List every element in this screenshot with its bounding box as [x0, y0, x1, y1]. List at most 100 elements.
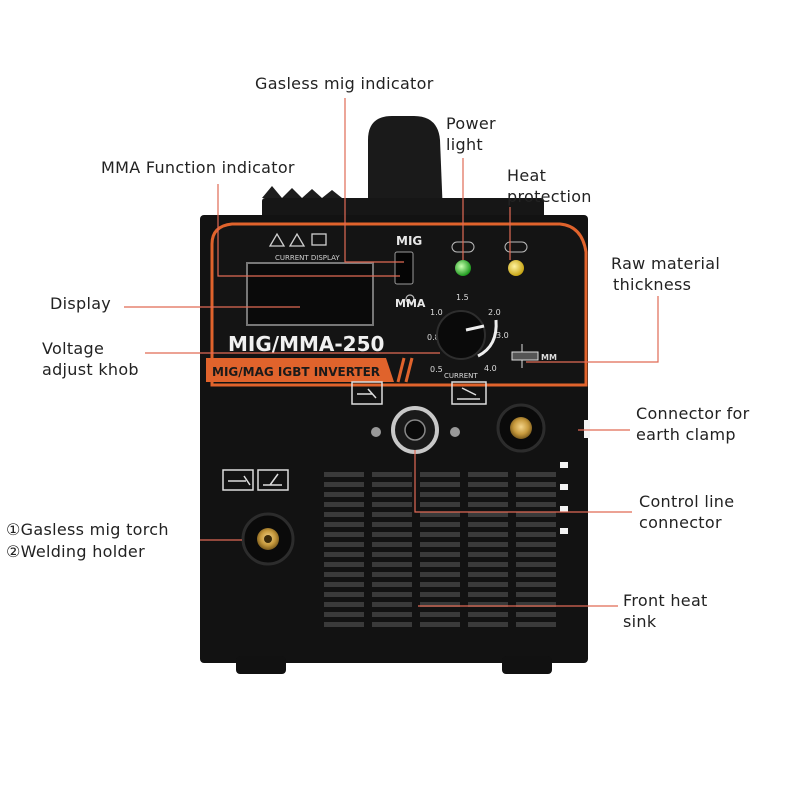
- grille-slot: [516, 502, 556, 507]
- grille-slot: [324, 612, 364, 617]
- grille-slot: [372, 522, 412, 527]
- grille-slot: [372, 552, 412, 557]
- grille-slot: [516, 522, 556, 527]
- grille-slot: [324, 482, 364, 487]
- grille-slot: [420, 592, 460, 597]
- grille-slot: [372, 492, 412, 497]
- grille-slot: [420, 522, 460, 527]
- grille-slot: [324, 522, 364, 527]
- mode-switch[interactable]: [394, 251, 414, 285]
- label-welding-holder: ②Welding holder: [6, 542, 145, 561]
- grille-slot: [420, 512, 460, 517]
- grille-slot: [516, 602, 556, 607]
- grille-slot: [372, 482, 412, 487]
- grille-slot: [324, 602, 364, 607]
- clamp-symbol-icon: [451, 381, 487, 405]
- screw-right: [450, 427, 460, 437]
- grille-slot: [420, 532, 460, 537]
- svg-text:4.0: 4.0: [484, 364, 497, 373]
- grille-slot: [516, 532, 556, 537]
- label-connector-earth-clamp: Connector for earth clamp: [636, 403, 750, 445]
- grille-slot: [516, 612, 556, 617]
- heat-led-frame: [504, 241, 528, 253]
- svg-text:0.8: 0.8: [427, 333, 440, 342]
- grille-slot: [516, 552, 556, 557]
- front-heat-sink-grille: [324, 472, 556, 627]
- screw-left: [371, 427, 381, 437]
- grille-slot: [516, 562, 556, 567]
- grille-slot: [324, 622, 364, 627]
- grille-slot: [468, 592, 508, 597]
- warning-icons: [268, 232, 327, 247]
- electrode-holder-icon: [257, 469, 289, 491]
- current-display: [246, 262, 374, 326]
- grille-slot: [324, 512, 364, 517]
- mma-indicator-led: [405, 294, 415, 304]
- knob-caption: CURRENT: [444, 372, 478, 380]
- label-gasless-mig-torch: ①Gasless mig torch: [6, 520, 169, 539]
- label-power-light: Power light: [446, 113, 496, 155]
- grille-slot: [372, 502, 412, 507]
- thickness-icon: [511, 344, 539, 368]
- grille-slot: [516, 512, 556, 517]
- grille-slot: [468, 562, 508, 567]
- left-bracket-teeth: [262, 186, 342, 198]
- grille-slot: [372, 572, 412, 577]
- grille-slot: [324, 582, 364, 587]
- grille-slot: [420, 602, 460, 607]
- grille-slot: [420, 542, 460, 547]
- grille-slot: [468, 532, 508, 537]
- grille-slot: [372, 542, 412, 547]
- grille-slot: [468, 552, 508, 557]
- grille-slot: [468, 522, 508, 527]
- model-name: MIG/MMA-250: [228, 332, 384, 356]
- svg-text:1.5: 1.5: [456, 293, 469, 302]
- label-heat-protection-line2: protection: [507, 187, 592, 206]
- label-raw-material-line1: Raw material: [611, 254, 721, 273]
- grille-slot: [420, 502, 460, 507]
- grille-slot: [372, 532, 412, 537]
- grille-slot: [516, 542, 556, 547]
- label-earth-clamp-line2: earth clamp: [636, 425, 736, 444]
- grille-slot: [468, 542, 508, 547]
- grille-slot: [516, 592, 556, 597]
- carry-handle: [368, 116, 443, 215]
- grille-slot: [324, 552, 364, 557]
- grille-slot: [324, 542, 364, 547]
- foot-left: [236, 656, 286, 674]
- label-mma-function-indicator: MMA Function indicator: [101, 158, 295, 177]
- thickness-unit: MM: [541, 353, 557, 362]
- subtitle-bar: [206, 358, 394, 382]
- grille-slot: [468, 602, 508, 607]
- power-light-led: [455, 260, 471, 276]
- heat-protection-led: [508, 260, 524, 276]
- voltage-adjust-knob[interactable]: [436, 310, 486, 360]
- label-heat-sink-line1: Front heat: [623, 591, 708, 610]
- label-heat-sink-line2: sink: [623, 612, 657, 631]
- label-power-light-line2: light: [446, 135, 483, 154]
- grille-slot: [516, 472, 556, 477]
- svg-text:0.5: 0.5: [430, 365, 443, 374]
- grille-slot: [468, 492, 508, 497]
- label-heat-protection: Heat protection: [507, 165, 592, 207]
- grille-slot: [420, 492, 460, 497]
- torch-symbol-icon: [351, 381, 383, 405]
- grille-slot: [372, 612, 412, 617]
- grille-slot: [468, 472, 508, 477]
- grille-slot: [420, 482, 460, 487]
- grille-slot: [468, 612, 508, 617]
- label-control-line-line2: connector: [639, 513, 722, 532]
- grille-slot: [516, 582, 556, 587]
- label-earth-clamp-line1: Connector for: [636, 404, 750, 423]
- label-heat-protection-line1: Heat: [507, 166, 547, 185]
- grille-slot: [324, 562, 364, 567]
- label-voltage-line2: adjust khob: [42, 360, 139, 379]
- label-voltage-adjust-knob: Voltage adjust khob: [42, 338, 139, 380]
- side-clips: [560, 420, 590, 534]
- grille-slot: [516, 482, 556, 487]
- grille-slot: [420, 472, 460, 477]
- label-front-heat-sink: Front heat sink: [623, 590, 708, 632]
- grille-slot: [516, 492, 556, 497]
- grille-slot: [324, 492, 364, 497]
- grille-slot: [372, 602, 412, 607]
